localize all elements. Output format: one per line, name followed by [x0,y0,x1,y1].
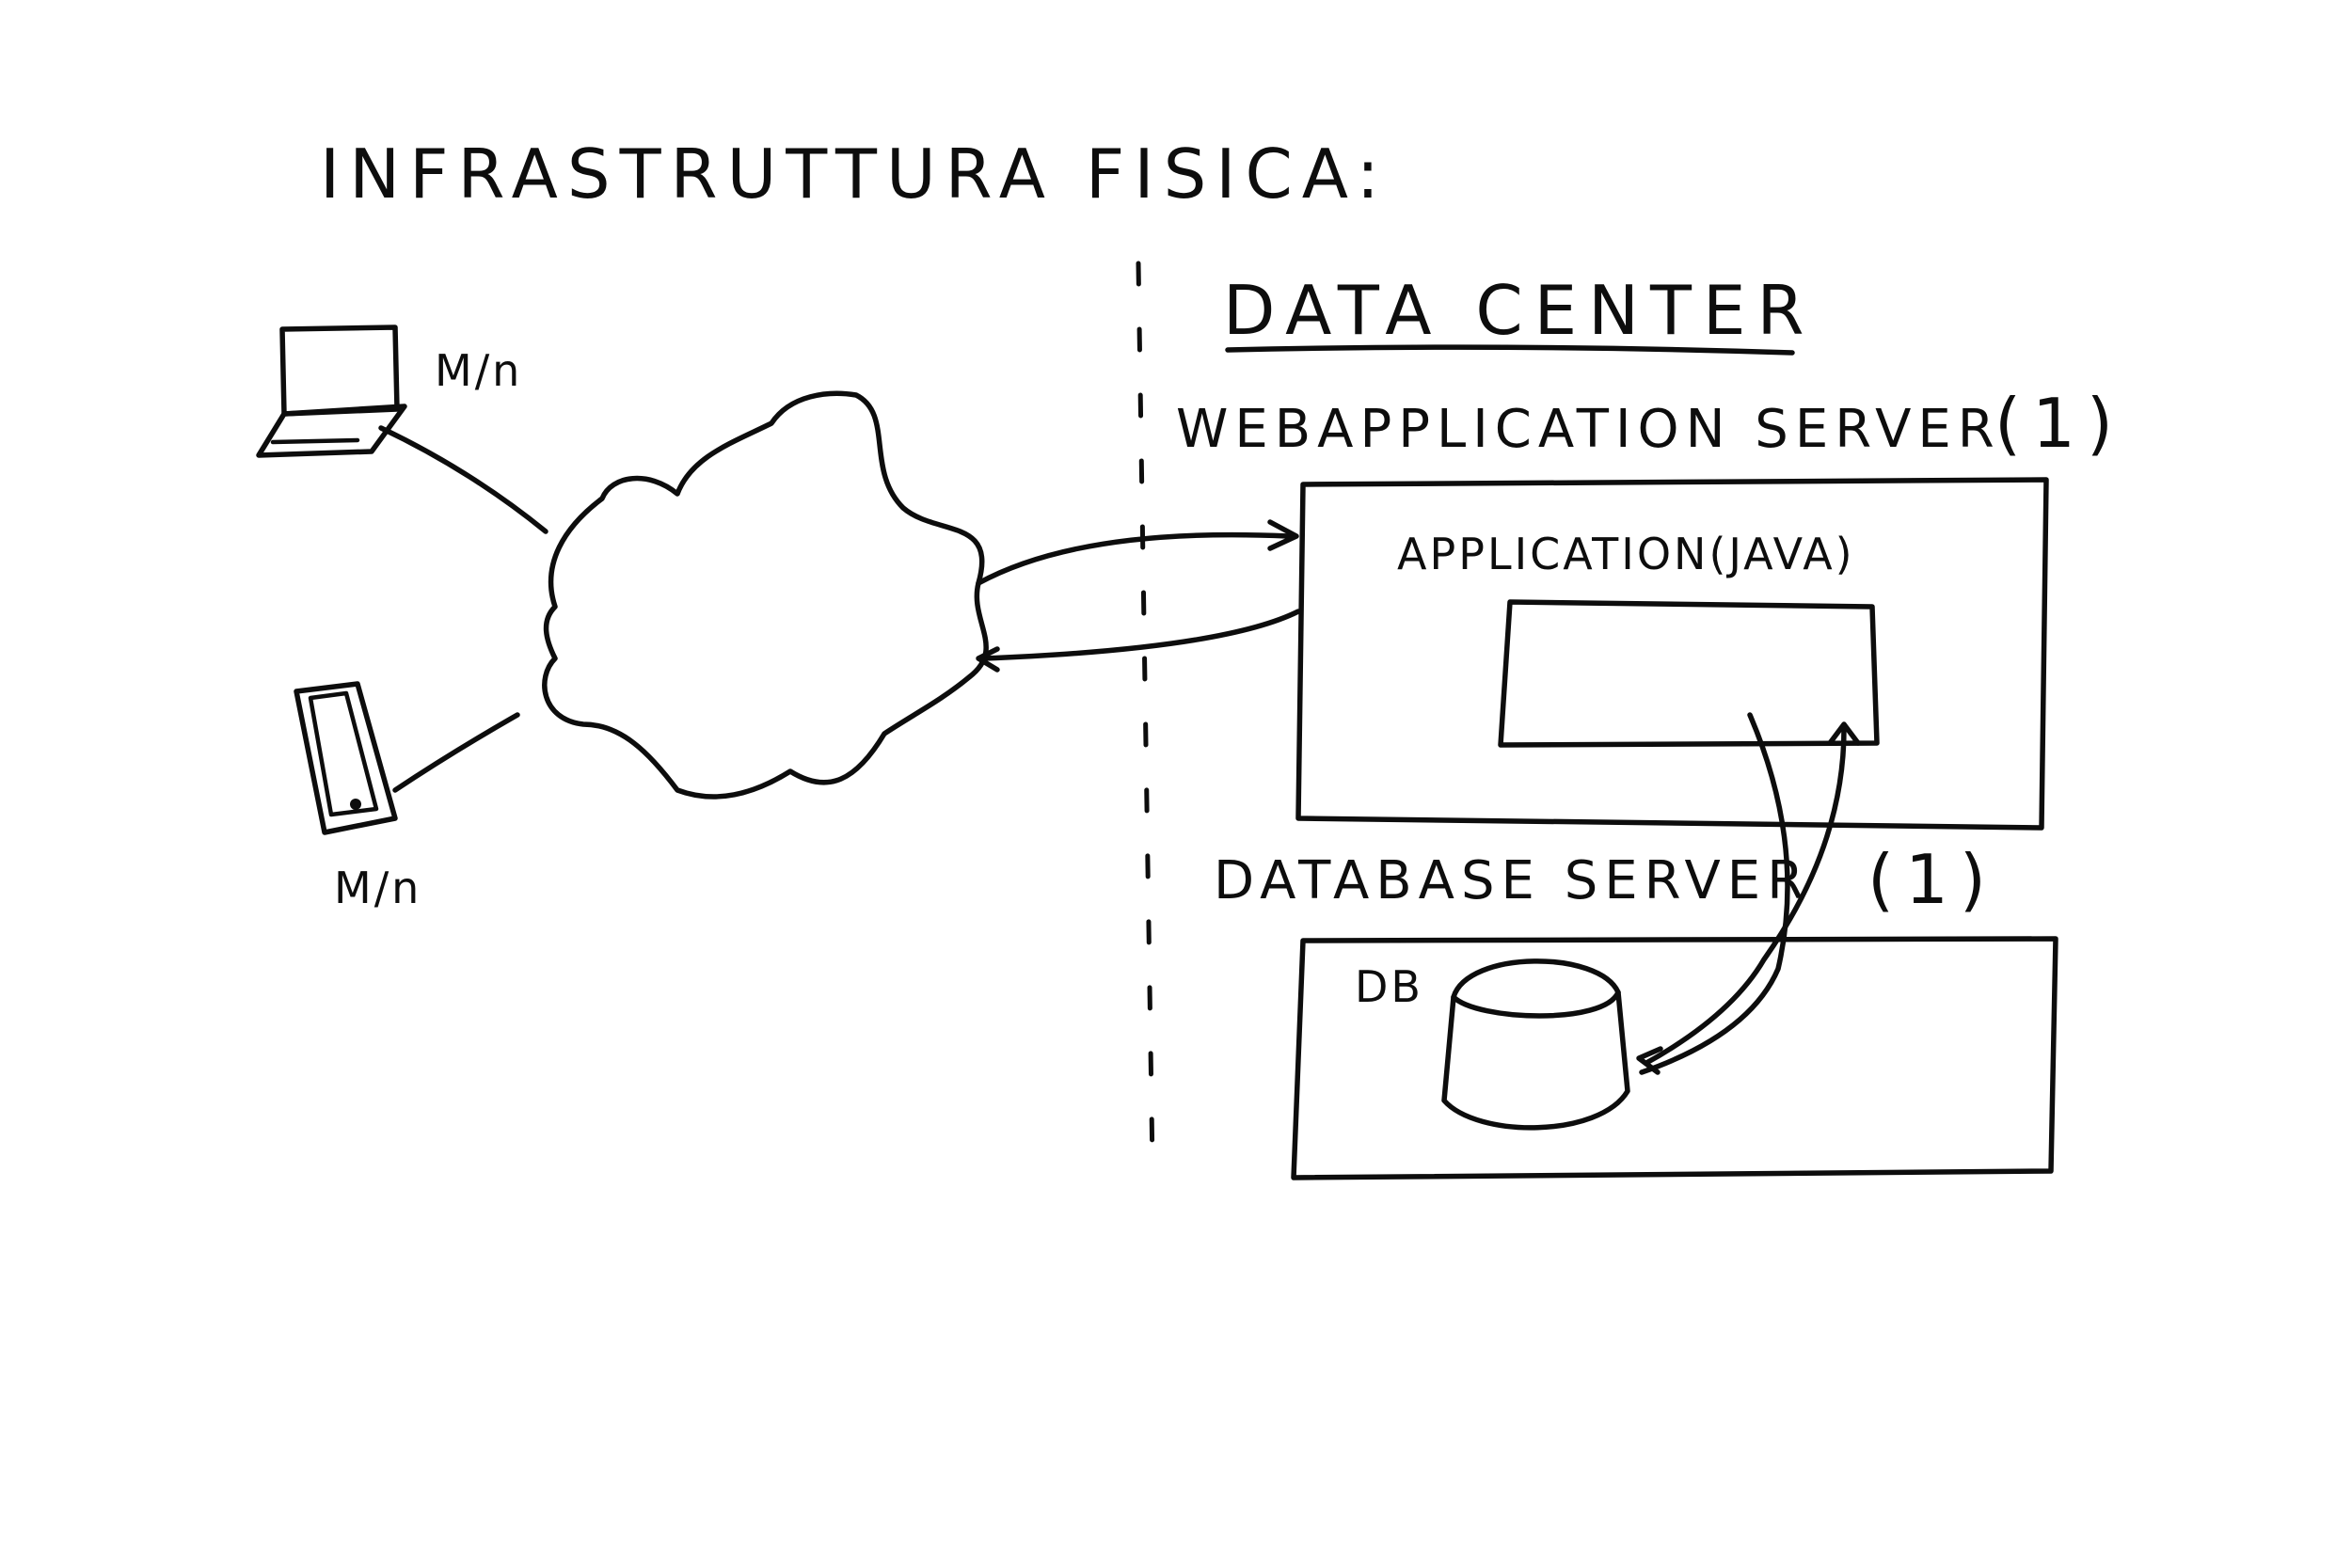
mobile-label: M/n [334,863,421,913]
application-label: APPLICATION(JAVA) [1397,529,1855,579]
datacenter-boundary-dashed-line [1136,261,1155,1169]
laptop-icon [256,325,407,458]
response-arrowhead [976,646,1000,673]
response-arrow [980,609,1301,661]
mobile-connection-line [392,712,520,793]
app-db-arrowhead-up [1827,721,1861,746]
webapp-server-count: (1) [1994,384,2124,463]
app-db-connection-in [1644,726,1847,1066]
database-server-count: (1) [1867,840,1997,919]
webapp-server-box [1295,477,2049,831]
db-label: DB [1355,961,1423,1012]
diagram-title: INFRASTRUTTURA FISICA: [320,135,1389,214]
app-db-arrowhead-db [1636,1046,1663,1075]
request-arrowhead [1267,519,1299,551]
database-server-box [1291,936,2058,1180]
mobile-phone-icon [294,681,398,835]
datacenter-heading: DATA CENTER [1223,271,1816,350]
application-box [1498,599,1880,748]
laptop-label: M/n [435,345,522,396]
app-db-connection-out [1639,712,1790,1075]
database-cylinder-icon [1441,958,1630,1131]
database-server-label: DATABASE SERVER [1214,850,1810,911]
cloud-icon [542,390,989,800]
webapp-server-label: WEBAPPLICATION SERVER [1176,399,2001,460]
datacenter-heading-underline [1225,344,1795,356]
laptop-connection-line [378,425,548,534]
request-arrow [976,531,1292,586]
